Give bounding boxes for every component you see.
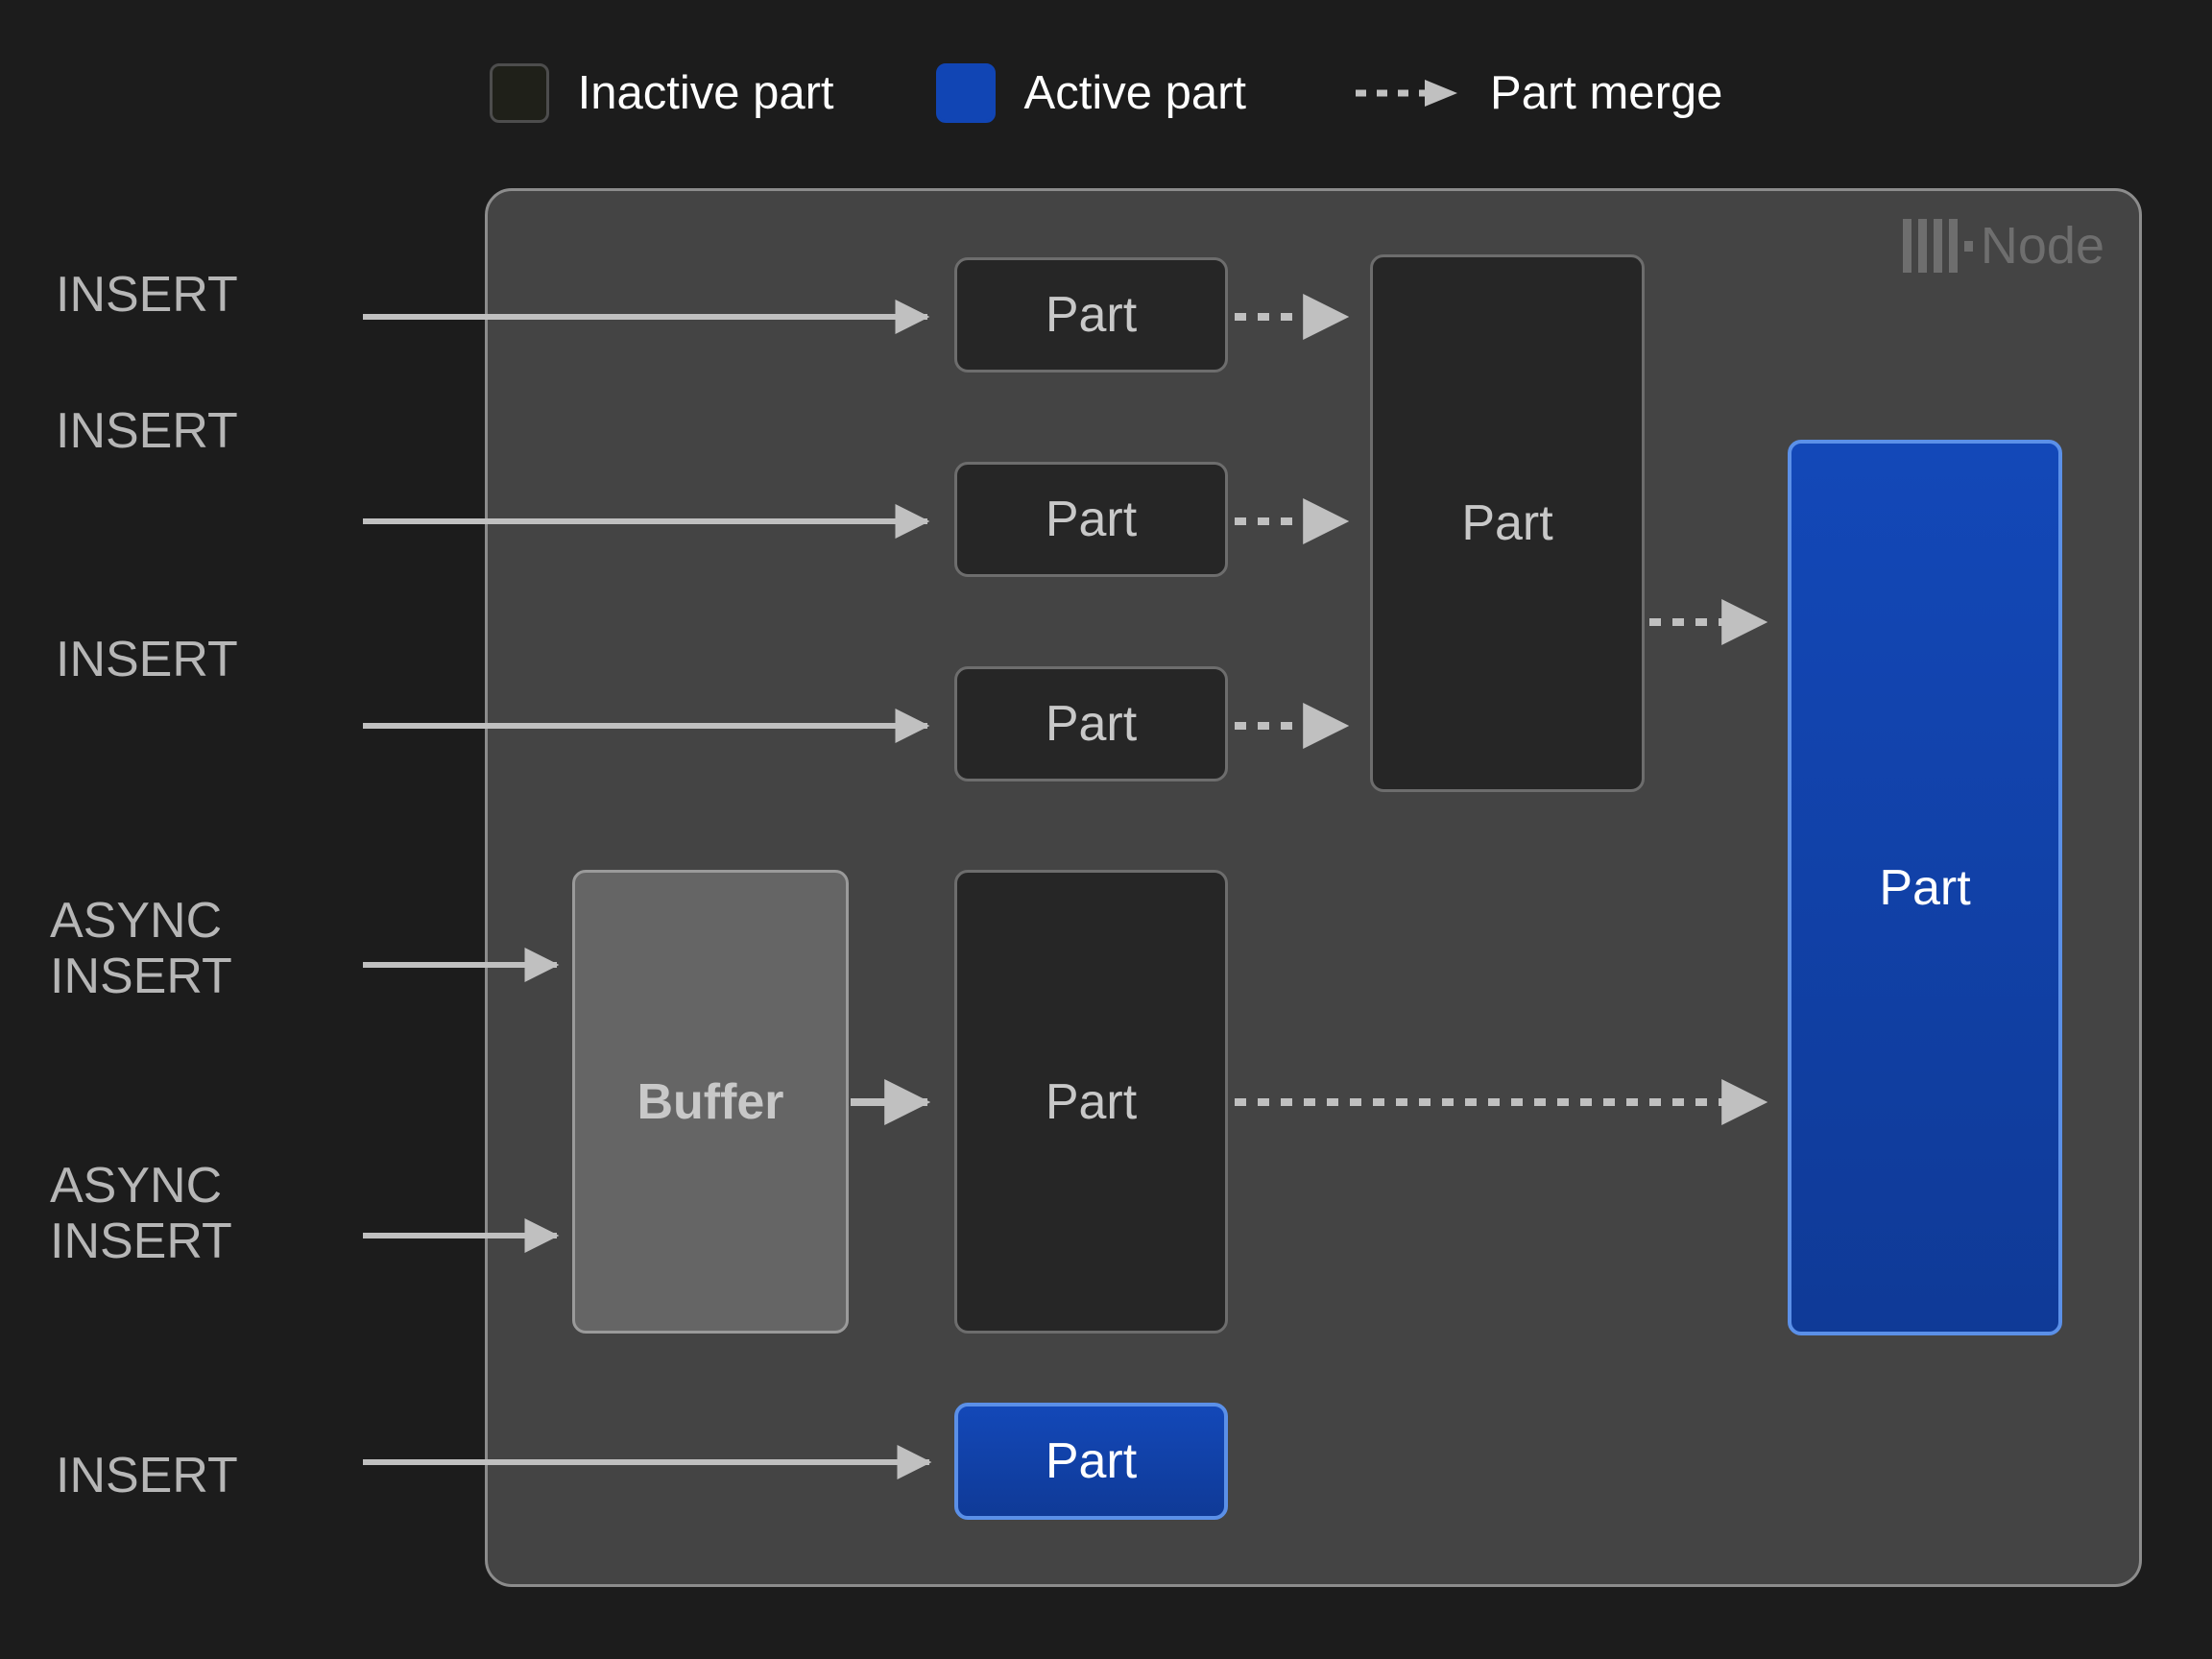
part-box-label: Part bbox=[1045, 696, 1138, 752]
part-box-label: Part bbox=[1879, 859, 1971, 916]
legend-label-merge: Part merge bbox=[1490, 66, 1723, 119]
buffer-box-label: Buffer bbox=[637, 1073, 784, 1130]
clickhouse-logo-icon bbox=[1902, 219, 1973, 273]
insert-active-part-box[interactable]: Part bbox=[954, 1403, 1228, 1520]
part-box-label: Part bbox=[1045, 492, 1138, 547]
logo-bar bbox=[1933, 219, 1942, 273]
input-label-insert-4: INSERT bbox=[56, 1448, 238, 1503]
logo-bar bbox=[1948, 219, 1958, 273]
final-active-part-box[interactable]: Part bbox=[1788, 440, 2062, 1335]
input-label-insert-1: INSERT bbox=[56, 267, 238, 323]
logo-bar bbox=[1917, 219, 1927, 273]
input-label-insert-2: INSERT bbox=[56, 403, 238, 459]
part-box-label: Part bbox=[1045, 287, 1138, 343]
input-label-async-insert-2: ASYNC INSERT bbox=[50, 1158, 232, 1270]
part-box-label: Part bbox=[1045, 1433, 1138, 1489]
input-label-async-insert-1: ASYNC INSERT bbox=[50, 893, 232, 1005]
buffer-box[interactable]: Buffer bbox=[572, 870, 849, 1334]
legend-label-inactive: Inactive part bbox=[577, 66, 834, 119]
input-label-insert-3: INSERT bbox=[56, 632, 238, 687]
dashed-arrow-icon bbox=[1354, 79, 1461, 108]
legend-item-active-part: Active part bbox=[935, 50, 1247, 136]
logo-bar bbox=[1902, 219, 1911, 273]
node-title: Node bbox=[1980, 217, 2104, 275]
legend: Inactive part Active part Part merge bbox=[0, 50, 2212, 136]
part-box-label: Part bbox=[1045, 1073, 1138, 1130]
part-box-label: Part bbox=[1461, 495, 1553, 551]
part-box-row-1[interactable]: Part bbox=[954, 257, 1228, 373]
part-box-row-2[interactable]: Part bbox=[954, 462, 1228, 577]
legend-item-inactive-part: Inactive part bbox=[489, 50, 834, 136]
legend-label-active: Active part bbox=[1023, 66, 1247, 119]
active-swatch-icon bbox=[935, 63, 996, 123]
legend-item-part-merge: Part merge bbox=[1354, 50, 1722, 136]
part-box-row-3[interactable]: Part bbox=[954, 666, 1228, 781]
node-badge: Node bbox=[1902, 212, 2104, 279]
logo-dot bbox=[1963, 241, 1973, 252]
merged-part-box[interactable]: Part bbox=[1370, 254, 1645, 792]
inactive-swatch-icon bbox=[489, 63, 549, 123]
async-part-box[interactable]: Part bbox=[954, 870, 1228, 1334]
